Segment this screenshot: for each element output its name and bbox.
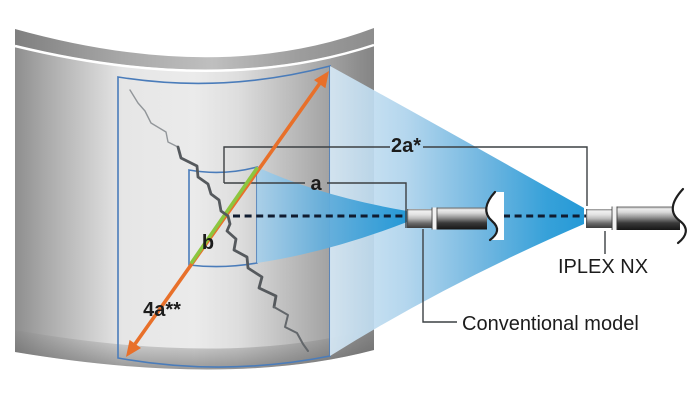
crack-lower bbox=[273, 306, 309, 352]
iplex-probe-ring-edges bbox=[611, 206, 618, 230]
conventional-probe bbox=[407, 190, 504, 242]
label-conventional-model: Conventional model bbox=[462, 313, 639, 335]
bracket-2a bbox=[223, 146, 588, 206]
leader-conventional-model bbox=[422, 229, 457, 323]
label-2a: 2a* bbox=[391, 135, 421, 157]
iplex-probe-body bbox=[612, 206, 680, 230]
pipe-wall bbox=[14, 28, 375, 370]
iplex-probe-tip-face bbox=[586, 209, 588, 228]
conventional-probe-ring-edges bbox=[431, 207, 438, 230]
crack-upper-thin bbox=[129, 89, 179, 148]
iplex-probe bbox=[586, 187, 700, 245]
arrowhead-upper bbox=[314, 71, 329, 89]
crack-path bbox=[129, 89, 309, 352]
pipe-rim-highlight bbox=[14, 43, 375, 72]
label-a: a bbox=[310, 173, 322, 195]
conventional-probe-tip-face bbox=[407, 209, 409, 228]
pipe-top-rim bbox=[15, 28, 374, 70]
crack-middle-thick bbox=[176, 145, 278, 309]
bracket-a bbox=[224, 182, 407, 228]
iplex-break-symbol bbox=[671, 187, 687, 245]
crack-length-arrow bbox=[126, 71, 329, 357]
arrowhead-lower bbox=[126, 339, 141, 357]
pipe-front-face bbox=[15, 44, 374, 370]
conventional-probe-body bbox=[432, 207, 487, 230]
iplex-break-mask bbox=[672, 189, 700, 243]
crack-span-green-segment bbox=[189, 166, 259, 265]
conventional-break-mask bbox=[486, 192, 504, 240]
conventional-break-symbol bbox=[485, 190, 499, 242]
label-b: b bbox=[202, 232, 214, 254]
iplex-probe-ring bbox=[612, 206, 617, 230]
iplex-probe-tip bbox=[586, 209, 612, 228]
pipe-bottom-shadow bbox=[15, 328, 374, 370]
label-iplex-nx: IPLEX NX bbox=[558, 256, 648, 278]
conventional-probe-ring bbox=[432, 207, 437, 230]
conventional-probe-tip bbox=[407, 209, 432, 228]
label-4a: 4a** bbox=[143, 299, 181, 321]
